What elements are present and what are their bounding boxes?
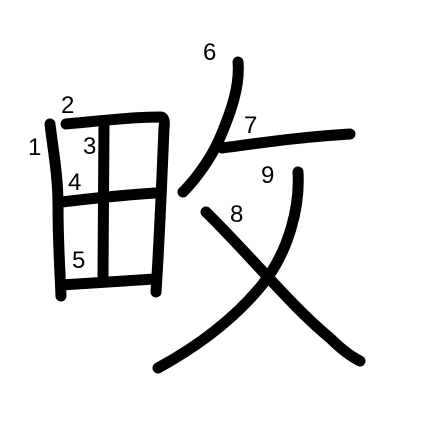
stroke-8-path [200, 206, 366, 367]
stroke-4-path [56, 187, 161, 208]
stroke-6-path [177, 56, 244, 198]
stroke-number-9: 9 [261, 162, 274, 189]
stroke-5-path [55, 273, 161, 291]
stroke-1-path [44, 118, 67, 302]
stroke-number-1: 1 [28, 134, 41, 161]
stroke-number-5: 5 [72, 247, 85, 274]
stroke-number-4: 4 [68, 169, 81, 196]
stroke-7-path [216, 128, 356, 154]
stroke-number-8: 8 [230, 201, 243, 228]
stroke-order-numbers: 1 2 3 4 5 6 7 8 9 [28, 39, 274, 274]
stroke-9-path [152, 166, 304, 374]
stroke-number-2: 2 [61, 92, 74, 119]
stroke-number-3: 3 [83, 133, 96, 160]
character-strokes [44, 56, 366, 374]
stroke-number-6: 6 [203, 39, 216, 66]
stroke-2-path [60, 111, 170, 298]
stroke-number-7: 7 [244, 112, 257, 139]
